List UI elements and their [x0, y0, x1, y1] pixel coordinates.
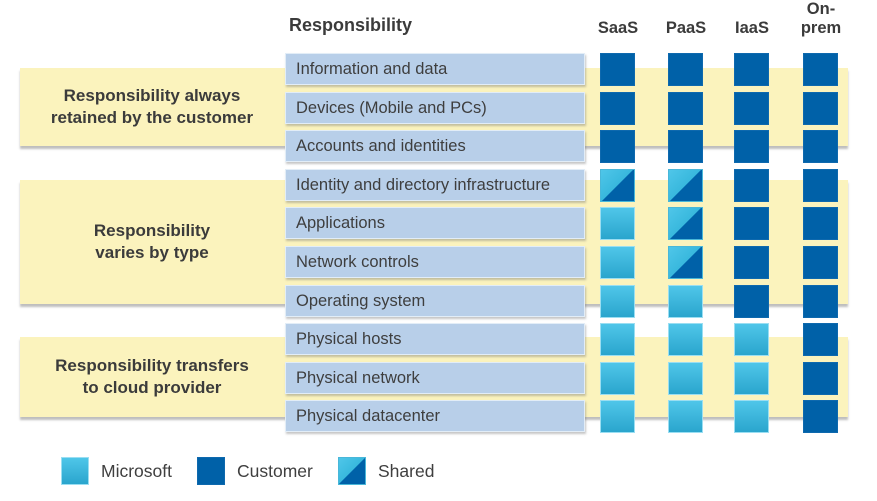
cell-paas: [668, 207, 703, 240]
cell-paas: [668, 285, 703, 318]
column-header-onprem: On-prem: [800, 0, 842, 37]
legend-label-customer: Customer: [237, 460, 313, 481]
cell-saas: [600, 362, 635, 395]
column-header-saas: SaaS: [597, 19, 639, 37]
cell-paas: [668, 362, 703, 395]
cell-saas: [600, 323, 635, 356]
row-label: Identity and directory infrastructure: [285, 169, 585, 201]
cell-iaas: [734, 400, 769, 433]
cell-paas: [668, 400, 703, 433]
cell-onprem: [803, 246, 838, 279]
group-label-line: retained by the customer: [50, 108, 254, 127]
cell-onprem: [803, 400, 838, 433]
group-label-varies: Responsibility varies by type: [20, 180, 284, 304]
cell-onprem: [803, 362, 838, 395]
microsoft-swatch-icon: [61, 457, 89, 485]
cell-onprem: [803, 285, 838, 318]
group-label-transfers: Responsibility transfers to cloud provid…: [20, 337, 284, 417]
cell-iaas: [734, 207, 769, 240]
row-label: Physical network: [285, 362, 585, 394]
row-label: Applications: [285, 207, 585, 239]
column-header-paas: PaaS: [665, 19, 707, 37]
table-row: Operating system: [0, 285, 877, 318]
customer-swatch-icon: [197, 457, 225, 485]
group-label-line: varies by type: [95, 243, 209, 262]
cell-saas: [600, 207, 635, 240]
group-label-line: Responsibility: [93, 221, 211, 240]
cell-onprem: [803, 207, 838, 240]
cell-saas: [600, 53, 635, 86]
cell-paas: [668, 92, 703, 125]
row-label: Network controls: [285, 246, 585, 278]
row-label: Devices (Mobile and PCs): [285, 92, 585, 124]
cell-paas: [668, 53, 703, 86]
table-row: Information and data: [0, 53, 877, 86]
cell-paas: [668, 169, 703, 202]
table-row: Devices (Mobile and PCs): [0, 92, 877, 125]
cell-saas: [600, 92, 635, 125]
cell-iaas: [734, 169, 769, 202]
group-label-line: Responsibility transfers: [55, 356, 249, 375]
cell-saas: [600, 169, 635, 202]
group-label-line: Responsibility always: [63, 86, 241, 105]
cell-iaas: [734, 323, 769, 356]
cell-saas: [600, 246, 635, 279]
cell-iaas: [734, 53, 769, 86]
legend-item-microsoft: Microsoft: [61, 457, 172, 485]
cell-paas: [668, 323, 703, 356]
shared-swatch-icon: [338, 457, 366, 485]
cell-saas: [600, 285, 635, 318]
legend-label-microsoft: Microsoft: [101, 460, 172, 481]
cell-onprem: [803, 53, 838, 86]
table-row: Physical datacenter: [0, 400, 877, 433]
cell-paas: [668, 130, 703, 163]
group-label-retained: Responsibility always retained by the cu…: [20, 68, 284, 146]
row-label: Physical hosts: [285, 323, 585, 355]
cell-saas: [600, 130, 635, 163]
table-row: Identity and directory infrastructure: [0, 169, 877, 202]
table-row: Accounts and identities: [0, 130, 877, 163]
cell-onprem: [803, 323, 838, 356]
row-label: Physical datacenter: [285, 400, 585, 432]
table-row: Physical hosts: [0, 323, 877, 356]
legend-item-customer: Customer: [197, 457, 313, 485]
table-row: Physical network: [0, 362, 877, 395]
cell-onprem: [803, 92, 838, 125]
legend-item-shared: Shared: [338, 457, 434, 485]
row-label: Information and data: [285, 53, 585, 85]
cell-iaas: [734, 362, 769, 395]
legend-label-shared: Shared: [378, 460, 435, 481]
cell-saas: [600, 400, 635, 433]
cell-iaas: [734, 285, 769, 318]
cell-iaas: [734, 130, 769, 163]
cell-paas: [668, 246, 703, 279]
table-row: Applications: [0, 207, 877, 240]
row-label: Operating system: [285, 285, 585, 317]
row-label: Accounts and identities: [285, 130, 585, 162]
cell-onprem: [803, 130, 838, 163]
cell-iaas: [734, 92, 769, 125]
group-label-line: to cloud provider: [82, 378, 222, 397]
cell-onprem: [803, 169, 838, 202]
cell-iaas: [734, 246, 769, 279]
table-row: Network controls: [0, 246, 877, 279]
column-header-iaas: IaaS: [735, 19, 769, 37]
responsibility-column-header: Responsibility: [289, 15, 413, 35]
